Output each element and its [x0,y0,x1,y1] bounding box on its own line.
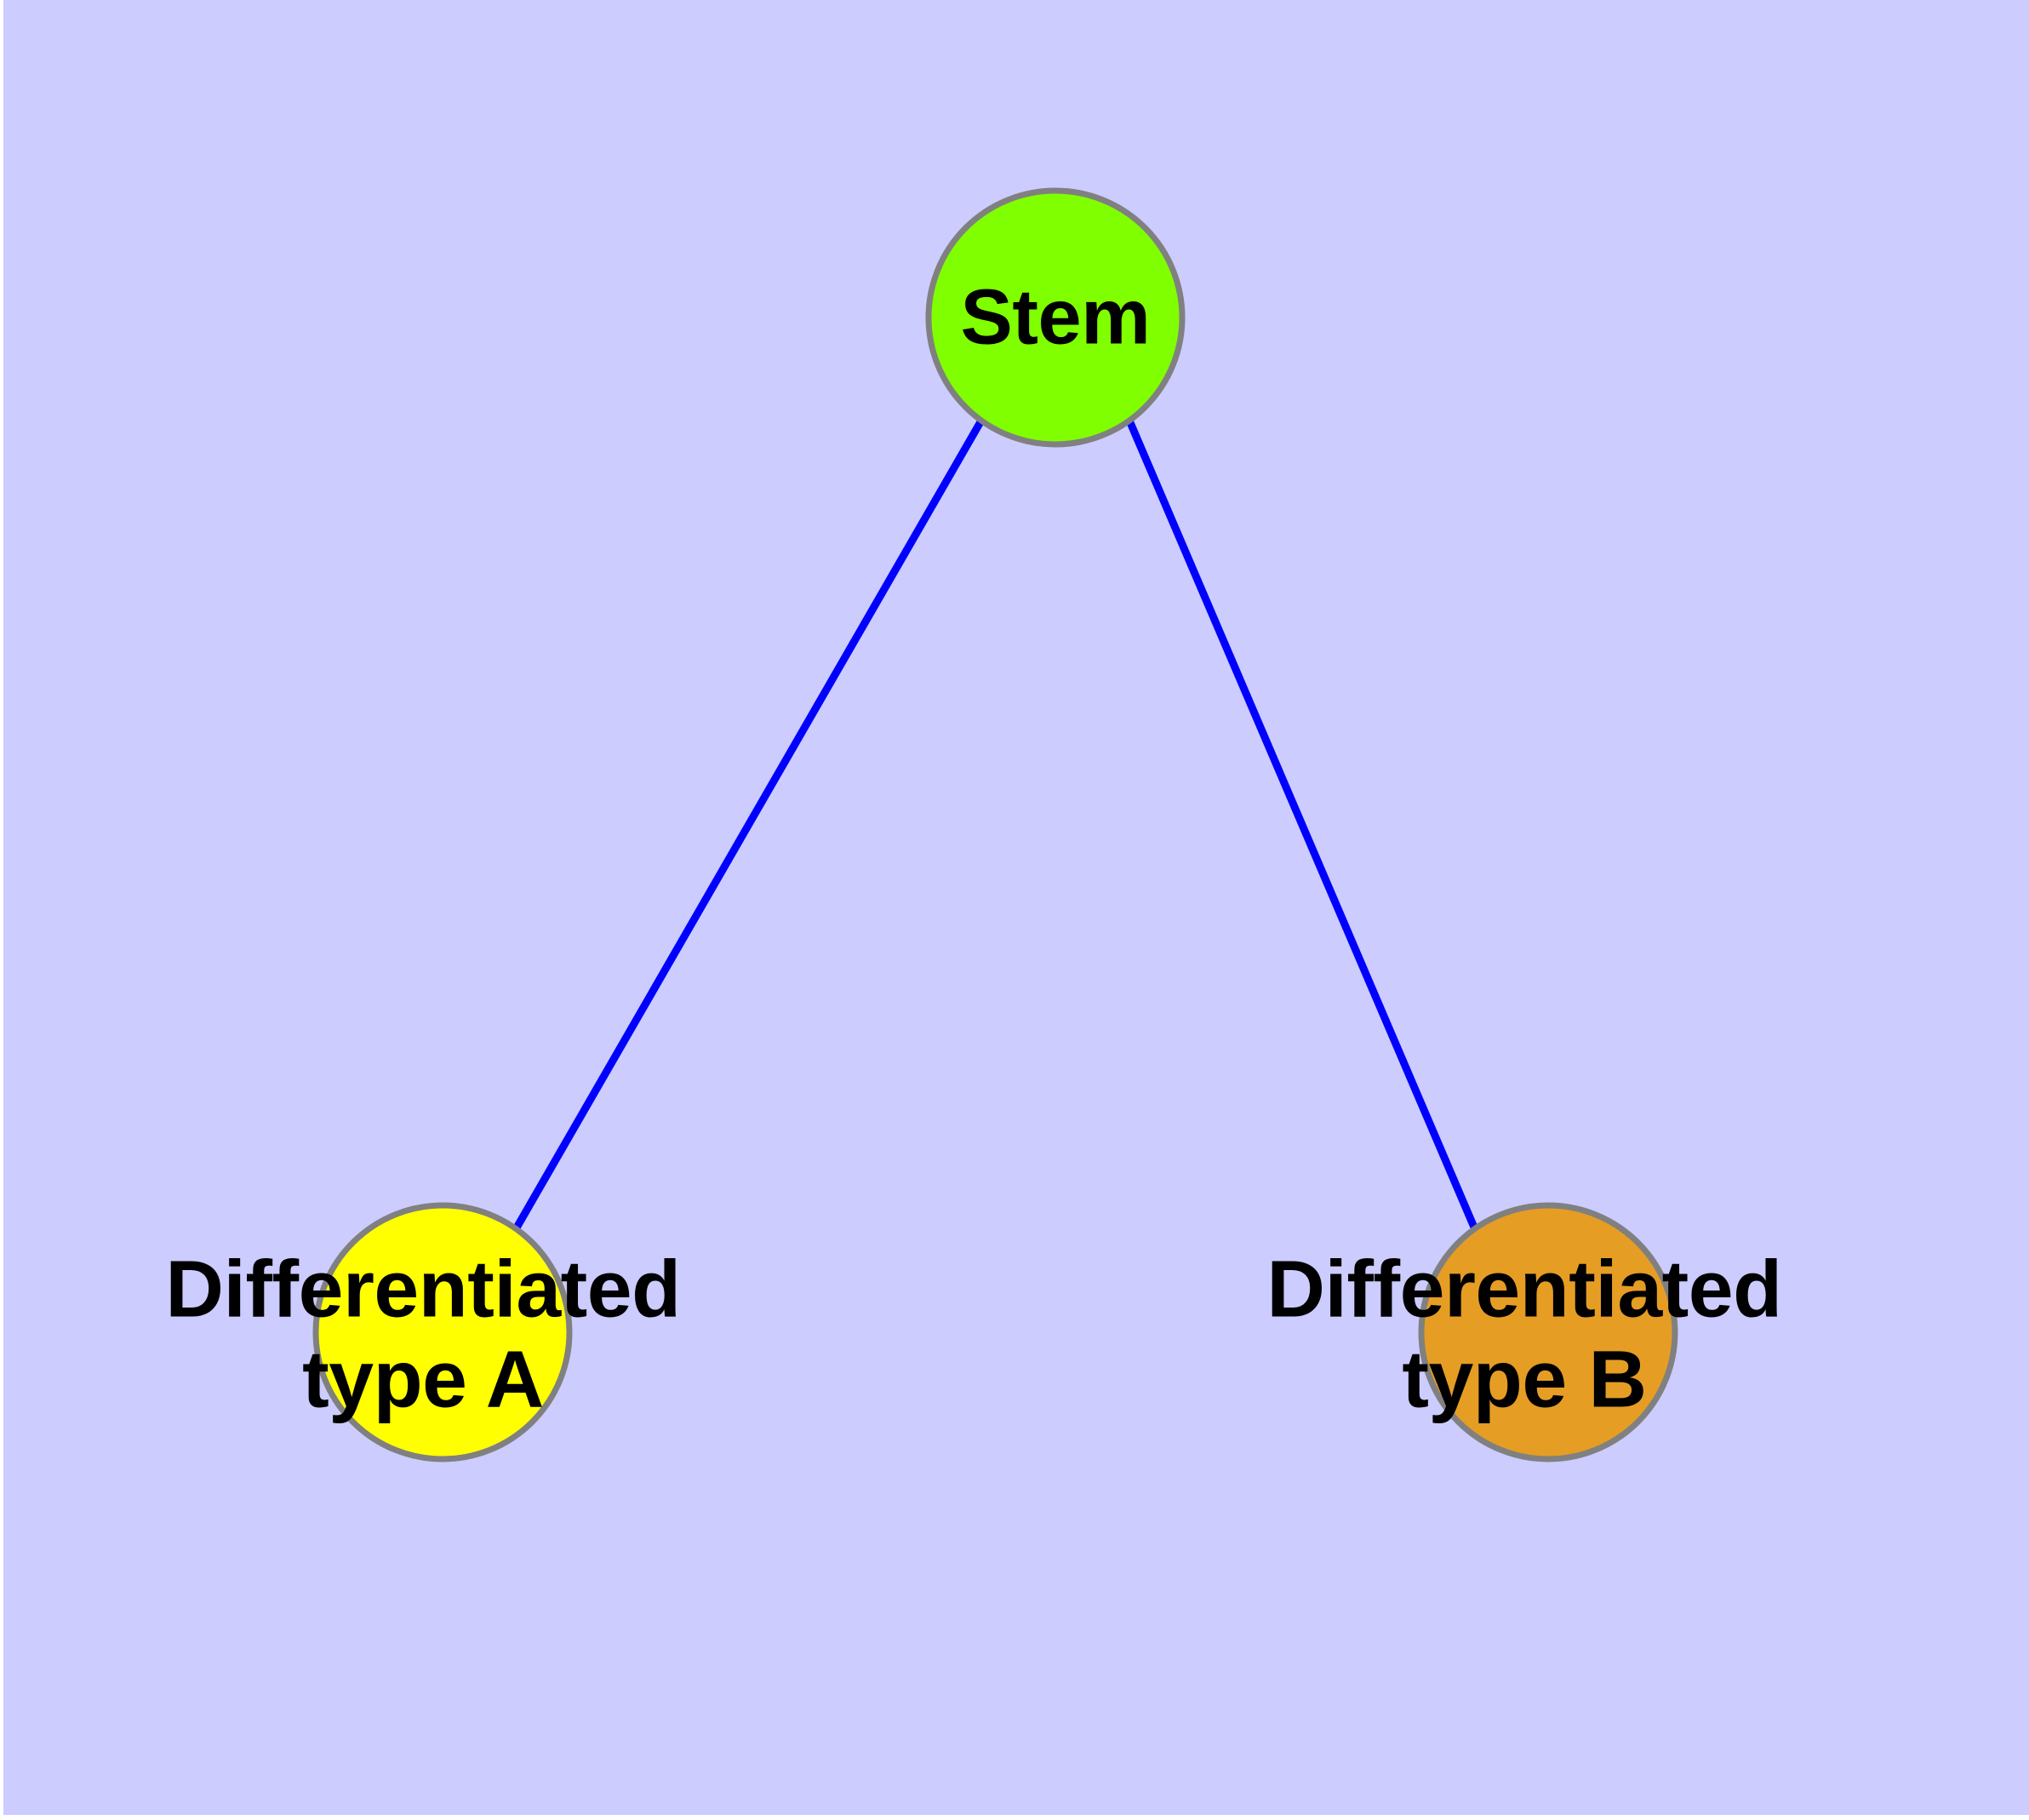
node-stem[interactable] [925,187,1186,448]
edge-layer [512,418,1479,1232]
edge-stem-to-diff-a [512,418,985,1232]
edge-stem-to-diff-b [1125,419,1479,1231]
node-layer [312,187,1678,1462]
node-differentiated-type-a[interactable] [312,1202,573,1462]
node-differentiated-type-b[interactable] [1418,1202,1678,1462]
